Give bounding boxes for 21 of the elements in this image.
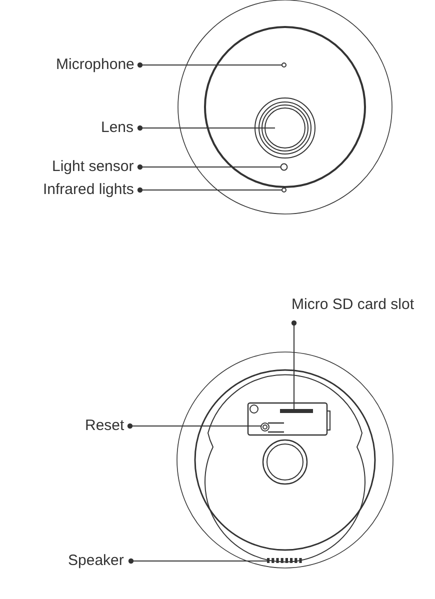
microphone-hole (282, 62, 286, 68)
part-label: Micro SD card slot (292, 296, 414, 314)
leader-line (137, 125, 276, 131)
light-sensor (280, 163, 288, 171)
leader-line (291, 320, 297, 410)
part-label: Reset (85, 417, 124, 435)
reset-button (260, 422, 270, 432)
part-label: Infrared lights (43, 181, 134, 199)
leader-line (128, 558, 268, 564)
leader-line (127, 423, 262, 429)
leader-line (137, 164, 282, 170)
infrared-light (282, 188, 286, 192)
part-label: Microphone (56, 56, 134, 74)
part-label: Light sensor (52, 158, 134, 176)
leader-line (137, 62, 282, 68)
speaker-grille (267, 558, 302, 563)
part-label: Speaker (68, 552, 124, 570)
leader-line (137, 187, 282, 193)
part-label: Lens (101, 119, 134, 137)
card-slot (280, 409, 313, 413)
camera-lens (258, 102, 312, 154)
